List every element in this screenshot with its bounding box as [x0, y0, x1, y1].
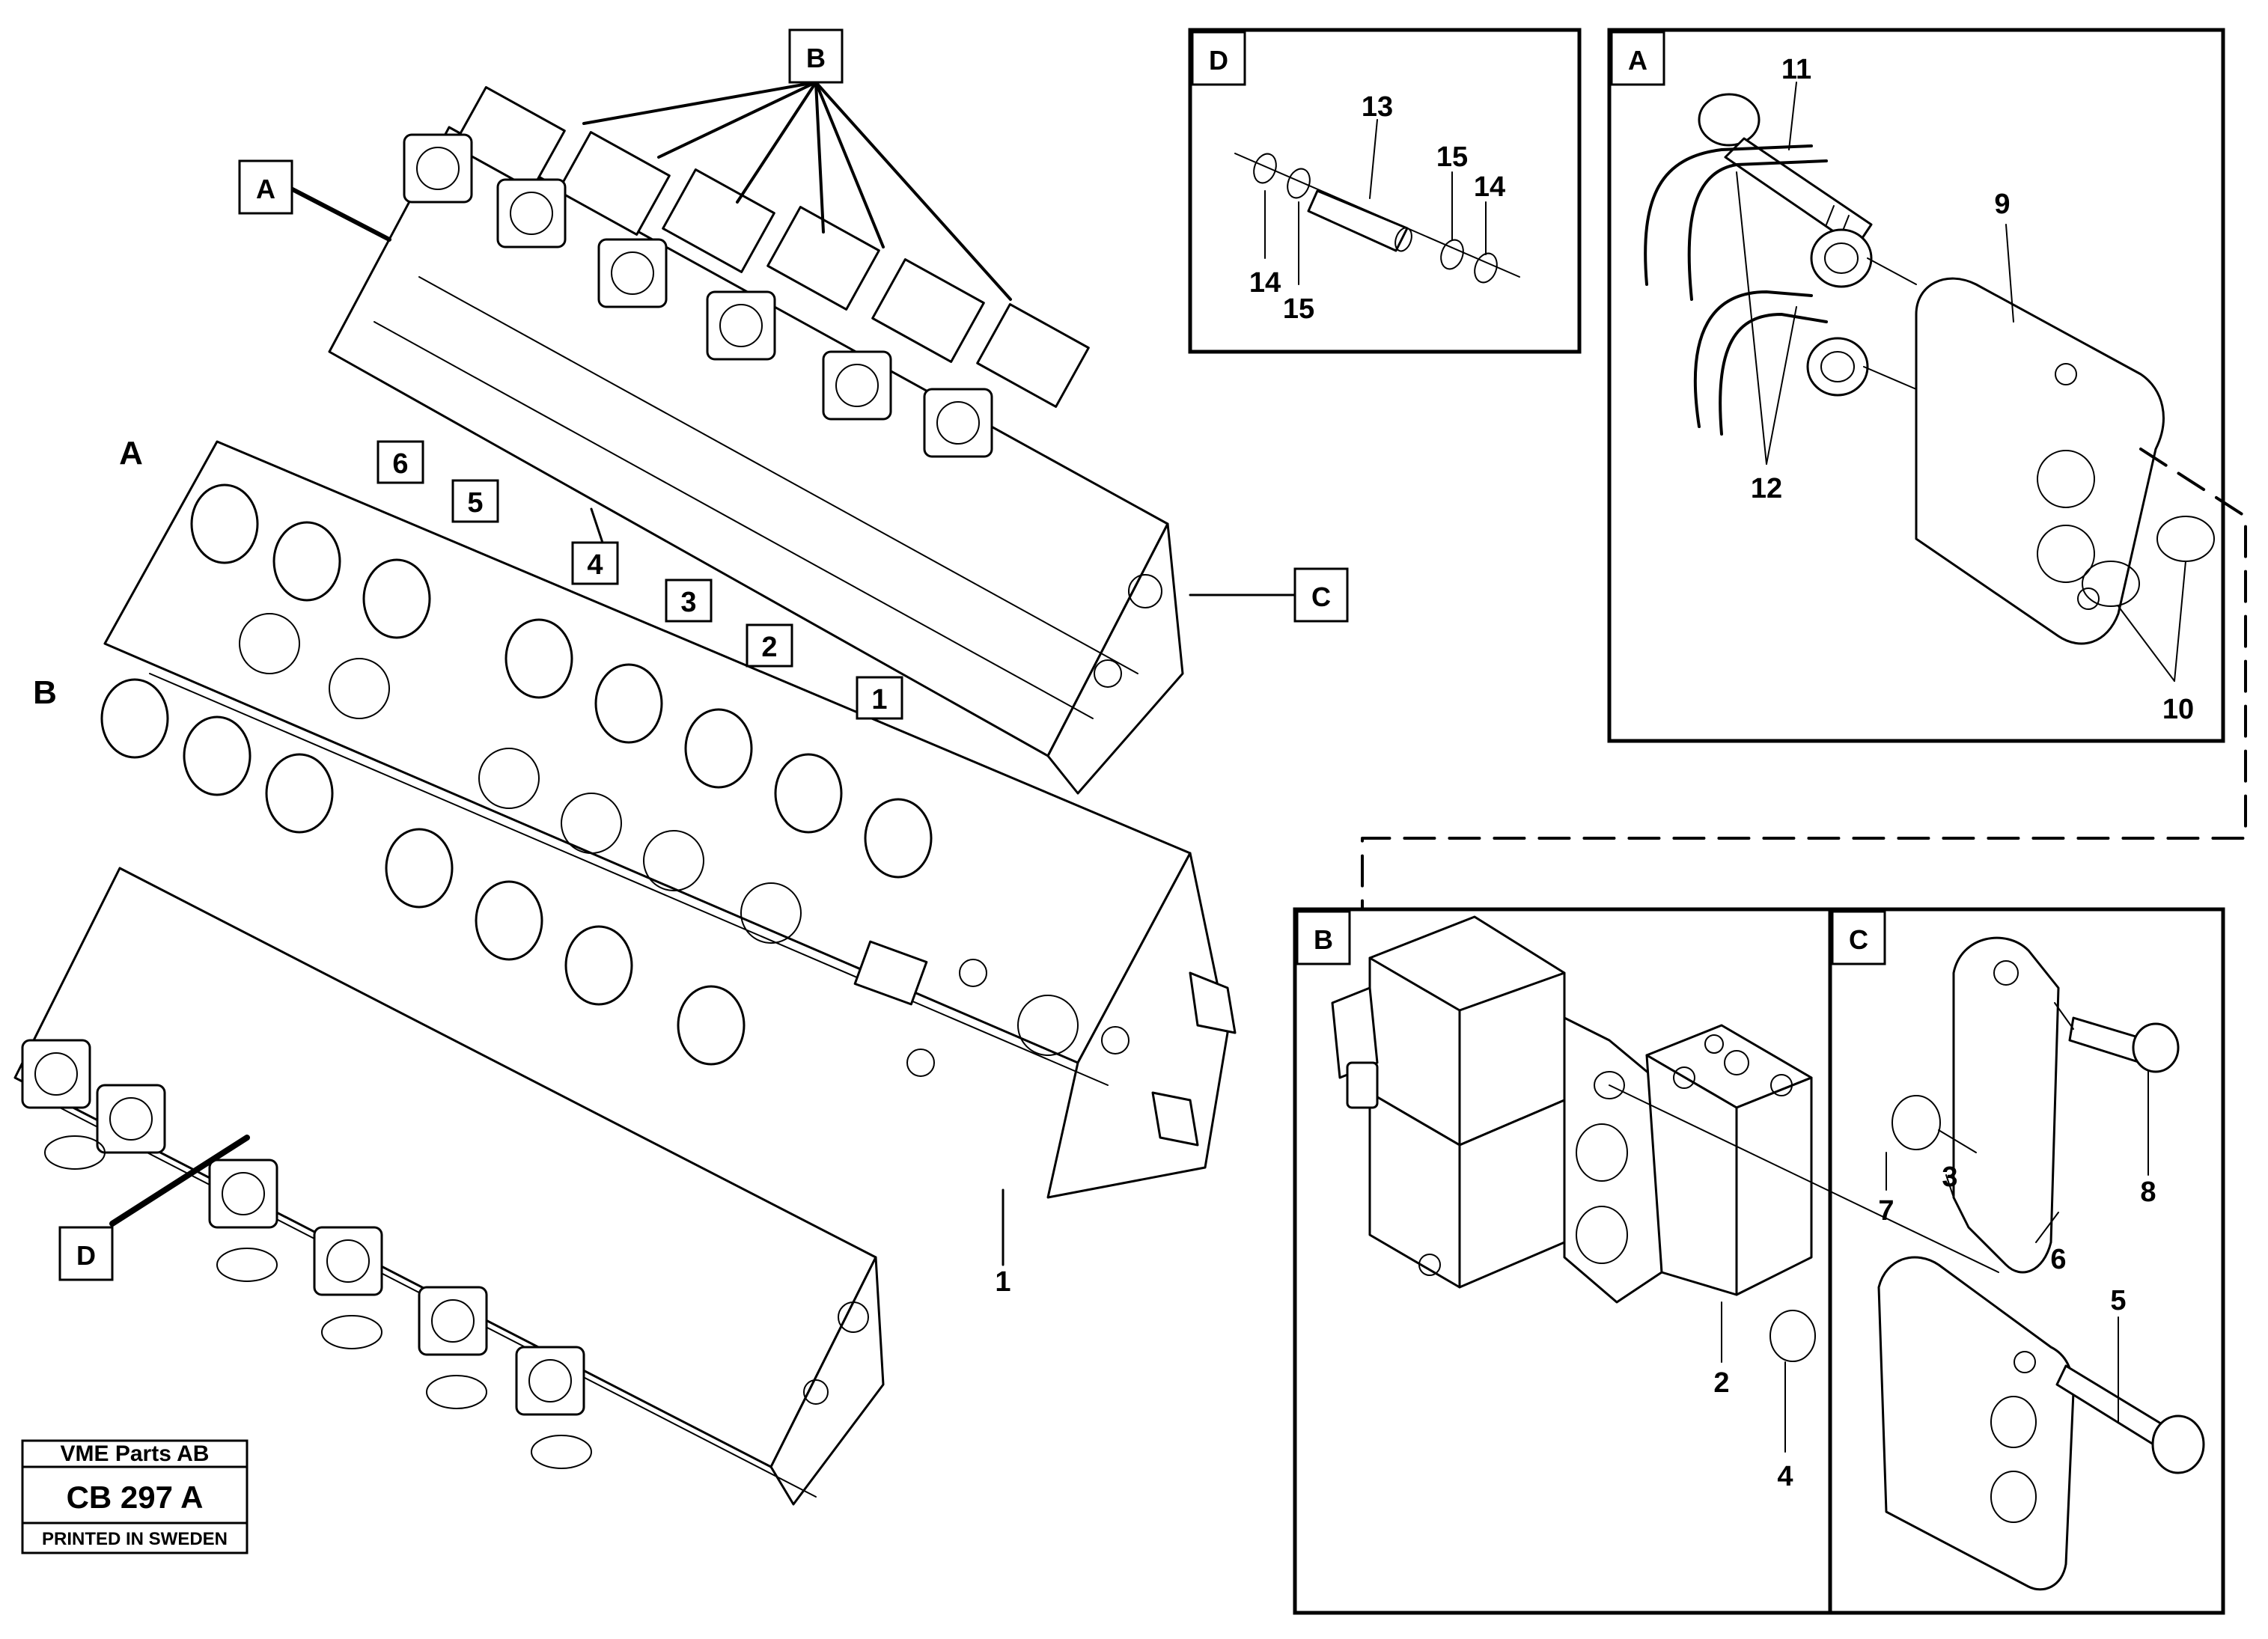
detail-d-title: D — [1209, 45, 1228, 76]
detail-d-part-14-top: 14 — [1474, 171, 1505, 203]
callout-box-b: B — [788, 28, 844, 84]
detail-c-part-8: 8 — [2140, 1176, 2156, 1208]
detail-d-part-15-top: 15 — [1436, 141, 1468, 173]
detail-b-solenoid-valve — [1331, 915, 1999, 1453]
detail-a-fittings — [1806, 228, 1917, 397]
detail-a-bolt — [1698, 93, 1873, 248]
section-tag-3: 3 — [680, 587, 696, 618]
side-label-a: A — [119, 435, 143, 471]
detail-a-part-9: 9 — [1994, 189, 2010, 220]
callout-leaders — [109, 81, 1296, 1266]
detail-c-part-6: 6 — [2050, 1244, 2066, 1275]
callout-box-c: C — [1293, 567, 1349, 623]
dashed-connector — [1361, 448, 2247, 922]
detail-a-flange-plate — [1915, 277, 2165, 645]
bottom-caps — [44, 1135, 592, 1469]
detail-bc-panel: B C — [1293, 907, 2225, 1615]
detail-d-part-13: 13 — [1362, 91, 1393, 123]
side-label-b: B — [33, 674, 57, 711]
detail-c-part-3: 3 — [1942, 1162, 1957, 1193]
detail-c-part-5: 5 — [2110, 1285, 2126, 1316]
detail-d-panel: D 13 15 14 14 15 — [1188, 28, 1582, 354]
callout-d-label: D — [76, 1240, 96, 1271]
top-solenoid-bank — [328, 86, 1184, 795]
detail-c-flange-block — [1877, 1256, 2205, 1591]
publisher-stamp: VME Parts AB CB 297 A PRINTED IN SWEDEN — [21, 1439, 249, 1554]
detail-b-part-2: 2 — [1713, 1367, 1729, 1399]
detail-a-part-11: 11 — [1781, 54, 1811, 85]
detail-a-title: A — [1628, 45, 1647, 76]
bottom-plugs — [21, 1039, 585, 1416]
section-tag-2: 2 — [761, 632, 777, 663]
detail-c-cover-plate — [1891, 936, 2180, 1274]
callout-b-label: B — [806, 43, 826, 73]
detail-a-part-10: 10 — [2162, 694, 2194, 725]
part-label-1: 1 — [995, 1266, 1010, 1298]
detail-c-part-7: 7 — [1878, 1195, 1894, 1227]
callout-box-d: D — [58, 1226, 114, 1281]
solenoid-plugs — [403, 133, 993, 458]
detail-c-title: C — [1849, 924, 1868, 955]
section-tag-6: 6 — [392, 448, 408, 480]
detail-b-part-4: 4 — [1777, 1461, 1793, 1492]
solenoid-caps — [452, 86, 1090, 408]
detail-b-title: B — [1314, 924, 1333, 955]
bottom-solenoid-bank — [13, 867, 885, 1506]
detail-a-hoses — [1644, 144, 1828, 436]
section-tag-4: 4 — [587, 549, 603, 581]
callout-box-a: A — [238, 159, 293, 215]
manifold-ports — [100, 483, 1079, 1066]
stamp-company: VME Parts AB — [61, 1441, 210, 1466]
stamp-code: CB 297 A — [67, 1480, 204, 1515]
section-tag-5: 5 — [467, 487, 483, 519]
central-manifold — [100, 440, 1237, 1199]
detail-d-part-15-bottom: 15 — [1283, 293, 1314, 325]
section-number-tags: 1 2 3 4 5 6 — [377, 440, 903, 720]
detail-a-part-12: 12 — [1751, 473, 1782, 504]
detail-a-panel: A — [1607, 28, 2225, 743]
valve-block-assembly: A B B A C D 1 2 3 4 5 — [13, 28, 1349, 1506]
stamp-footer: PRINTED IN SWEDEN — [42, 1529, 228, 1549]
detail-d-part-14-bottom: 14 — [1249, 267, 1281, 299]
section-tag-1: 1 — [871, 684, 887, 715]
callout-c-label: C — [1311, 582, 1331, 612]
callout-a-label: A — [256, 174, 275, 204]
detail-d-pin-assembly — [1234, 119, 1520, 285]
